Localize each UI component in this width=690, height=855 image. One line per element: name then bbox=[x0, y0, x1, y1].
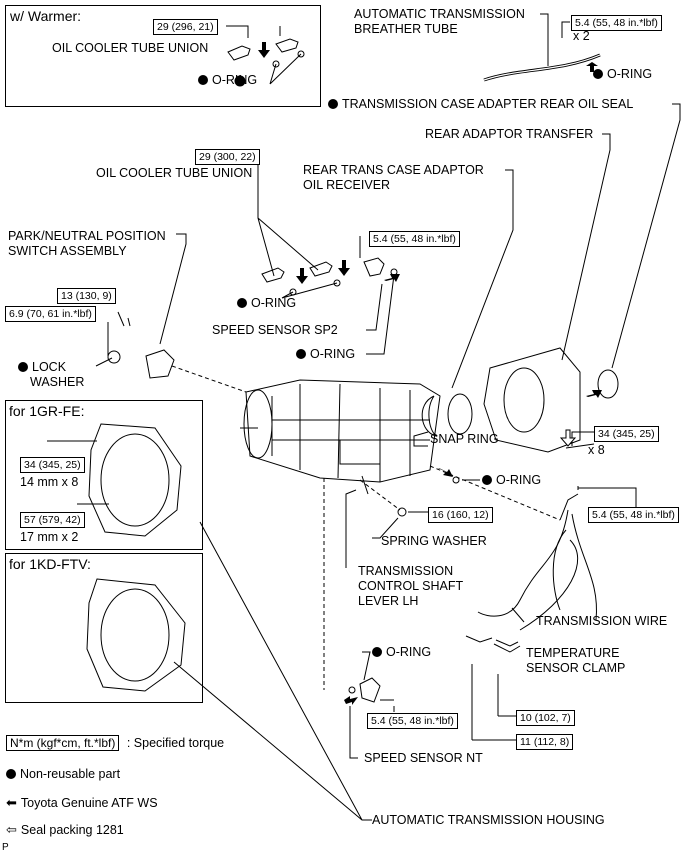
warmer-leader bbox=[226, 25, 281, 38]
o-ring-c-label: O-RING bbox=[482, 473, 541, 488]
non-reusable-dot-icon bbox=[593, 69, 603, 79]
rear-oil-seal-label: TRANSMISSION CASE ADAPTER REAR OIL SEAL bbox=[328, 97, 633, 112]
transmission-wire-leader bbox=[511, 607, 525, 623]
snap-ring-label: SNAP RING bbox=[430, 432, 499, 446]
gr-fe-bolt-17: 17 mm x 2 bbox=[20, 530, 79, 544]
oil-receiver-leader bbox=[451, 169, 514, 389]
rear-adaptor-label: REAR ADAPTOR TRANSFER bbox=[425, 127, 594, 141]
non-reusable-dot-icon bbox=[328, 99, 338, 109]
torque-6-9: 6.9 (70, 61 in.*lbf) bbox=[5, 306, 96, 322]
kd-ftv-title: for 1KD-FTV: bbox=[9, 556, 91, 572]
temp-clamp-leader bbox=[472, 715, 516, 741]
sp2-torque: 5.4 (55, 48 in.*lbf) bbox=[369, 231, 460, 247]
control-shaft-leader bbox=[345, 489, 357, 568]
breather-o-ring-label: O-RING bbox=[593, 67, 652, 82]
kd-ftv-box bbox=[5, 553, 203, 703]
spring-washer-label: SPRING WASHER bbox=[381, 534, 487, 548]
snap-ring-art bbox=[421, 395, 438, 437]
speed-sensor-sp2-label: SPEED SENSOR SP2 bbox=[212, 323, 338, 337]
hollow-arrow-icon: ⇦ bbox=[6, 822, 17, 837]
kd-ftv-housing-art bbox=[86, 578, 186, 692]
non-reusable-dot-icon bbox=[372, 647, 382, 657]
torque-34-right: 34 (345, 25) bbox=[594, 426, 659, 442]
gr-fe-housing-art bbox=[47, 423, 182, 537]
snap-ring-leader bbox=[413, 431, 429, 447]
o-ring-d-label: O-RING bbox=[372, 645, 431, 660]
transmission-wire-art bbox=[477, 493, 598, 631]
legend-non-reusable: Non-reusable part bbox=[6, 767, 120, 782]
park-neutral-leader bbox=[159, 233, 187, 345]
legend-torque-desc: : Specified torque bbox=[126, 736, 225, 750]
oil-cooler-torque: 29 (300, 22) bbox=[195, 149, 260, 165]
footer-code: P bbox=[2, 842, 9, 853]
o-ring-a-label: O-RING bbox=[237, 296, 296, 311]
lock-washer-label: LOCK WASHER bbox=[18, 360, 84, 390]
torque-13: 13 (130, 9) bbox=[57, 288, 116, 304]
warmer-o-ring-label: O-RING bbox=[198, 73, 257, 88]
non-reusable-dot-icon bbox=[198, 75, 208, 85]
warmer-oil-cooler-label: OIL COOLER TUBE UNION bbox=[52, 41, 209, 55]
oil-cooler-label: OIL COOLER TUBE UNION bbox=[96, 166, 253, 180]
housing-label: AUTOMATIC TRANSMISSION HOUSING bbox=[372, 813, 605, 827]
non-reusable-dot-icon bbox=[296, 349, 306, 359]
breather-tube bbox=[483, 53, 601, 82]
nt-oring-leader bbox=[362, 651, 371, 681]
spring-washer-leader bbox=[372, 517, 399, 539]
legend-torque: N*m (kgf*cm, ft.*lbf) : Specified torque bbox=[6, 735, 225, 751]
torque-16: 16 (160, 12) bbox=[428, 507, 493, 523]
torque-11: 11 (112, 8) bbox=[516, 734, 574, 750]
breather-torque: 5.4 (55, 48 in.*lbf) bbox=[571, 15, 662, 31]
gr-fe-torque-57: 57 (579, 42) bbox=[20, 512, 85, 528]
legend-atf: ⬅Toyota Genuine ATF WS bbox=[6, 795, 158, 810]
rear-adaptor-art bbox=[483, 347, 581, 453]
legend-torque-box: N*m (kgf*cm, ft.*lbf) bbox=[6, 735, 120, 751]
non-reusable-dot-icon bbox=[482, 475, 492, 485]
filled-arrow-icon: ⬅ bbox=[6, 795, 17, 810]
gr-fe-box bbox=[5, 400, 203, 550]
breather-count: x 2 bbox=[573, 29, 590, 43]
gr-fe-title: for 1GR-FE: bbox=[9, 403, 85, 419]
housing-leader bbox=[173, 521, 372, 821]
transmission-wire-label: TRANSMISSION WIRE bbox=[536, 614, 668, 628]
lock-washer-leader bbox=[95, 357, 113, 367]
o-ring-b-label: O-RING bbox=[296, 347, 355, 362]
gr-fe-torque-34: 34 (345, 25) bbox=[20, 457, 85, 473]
wire-leader bbox=[577, 486, 637, 508]
transmission-body bbox=[240, 379, 441, 483]
speed-sensor-nt-label: SPEED SENSOR NT bbox=[364, 751, 483, 765]
nt-torque: 5.4 (55, 48 in.*lbf) bbox=[367, 713, 458, 729]
rear-seal-leader bbox=[611, 103, 681, 369]
warmer-box bbox=[5, 5, 321, 107]
x8-label: x 8 bbox=[588, 443, 605, 457]
breather-leader bbox=[540, 13, 549, 66]
warmer-torque: 29 (296, 21) bbox=[153, 19, 218, 35]
non-reusable-dot-icon bbox=[18, 362, 28, 372]
rear-adaptor-leader bbox=[561, 133, 611, 361]
temp-clamp-pointer bbox=[493, 643, 521, 653]
torque-10: 10 (102, 7) bbox=[516, 710, 575, 726]
wire-torque: 5.4 (55, 48 in.*lbf) bbox=[588, 507, 679, 523]
gr-fe-bolt-14: 14 mm x 8 bbox=[20, 475, 79, 489]
breather-torque-leader bbox=[561, 21, 570, 38]
non-reusable-dot-icon bbox=[6, 769, 16, 779]
non-reusable-dot-icon bbox=[237, 298, 247, 308]
warmer-title: w/ Warmer: bbox=[10, 8, 82, 24]
warmer-union-parts bbox=[227, 38, 305, 85]
sp2-leader bbox=[366, 283, 383, 331]
nt-leader bbox=[349, 706, 358, 759]
o-ring-b-leader bbox=[366, 274, 395, 355]
legend-seal: ⇦Seal packing 1281 bbox=[6, 822, 124, 837]
